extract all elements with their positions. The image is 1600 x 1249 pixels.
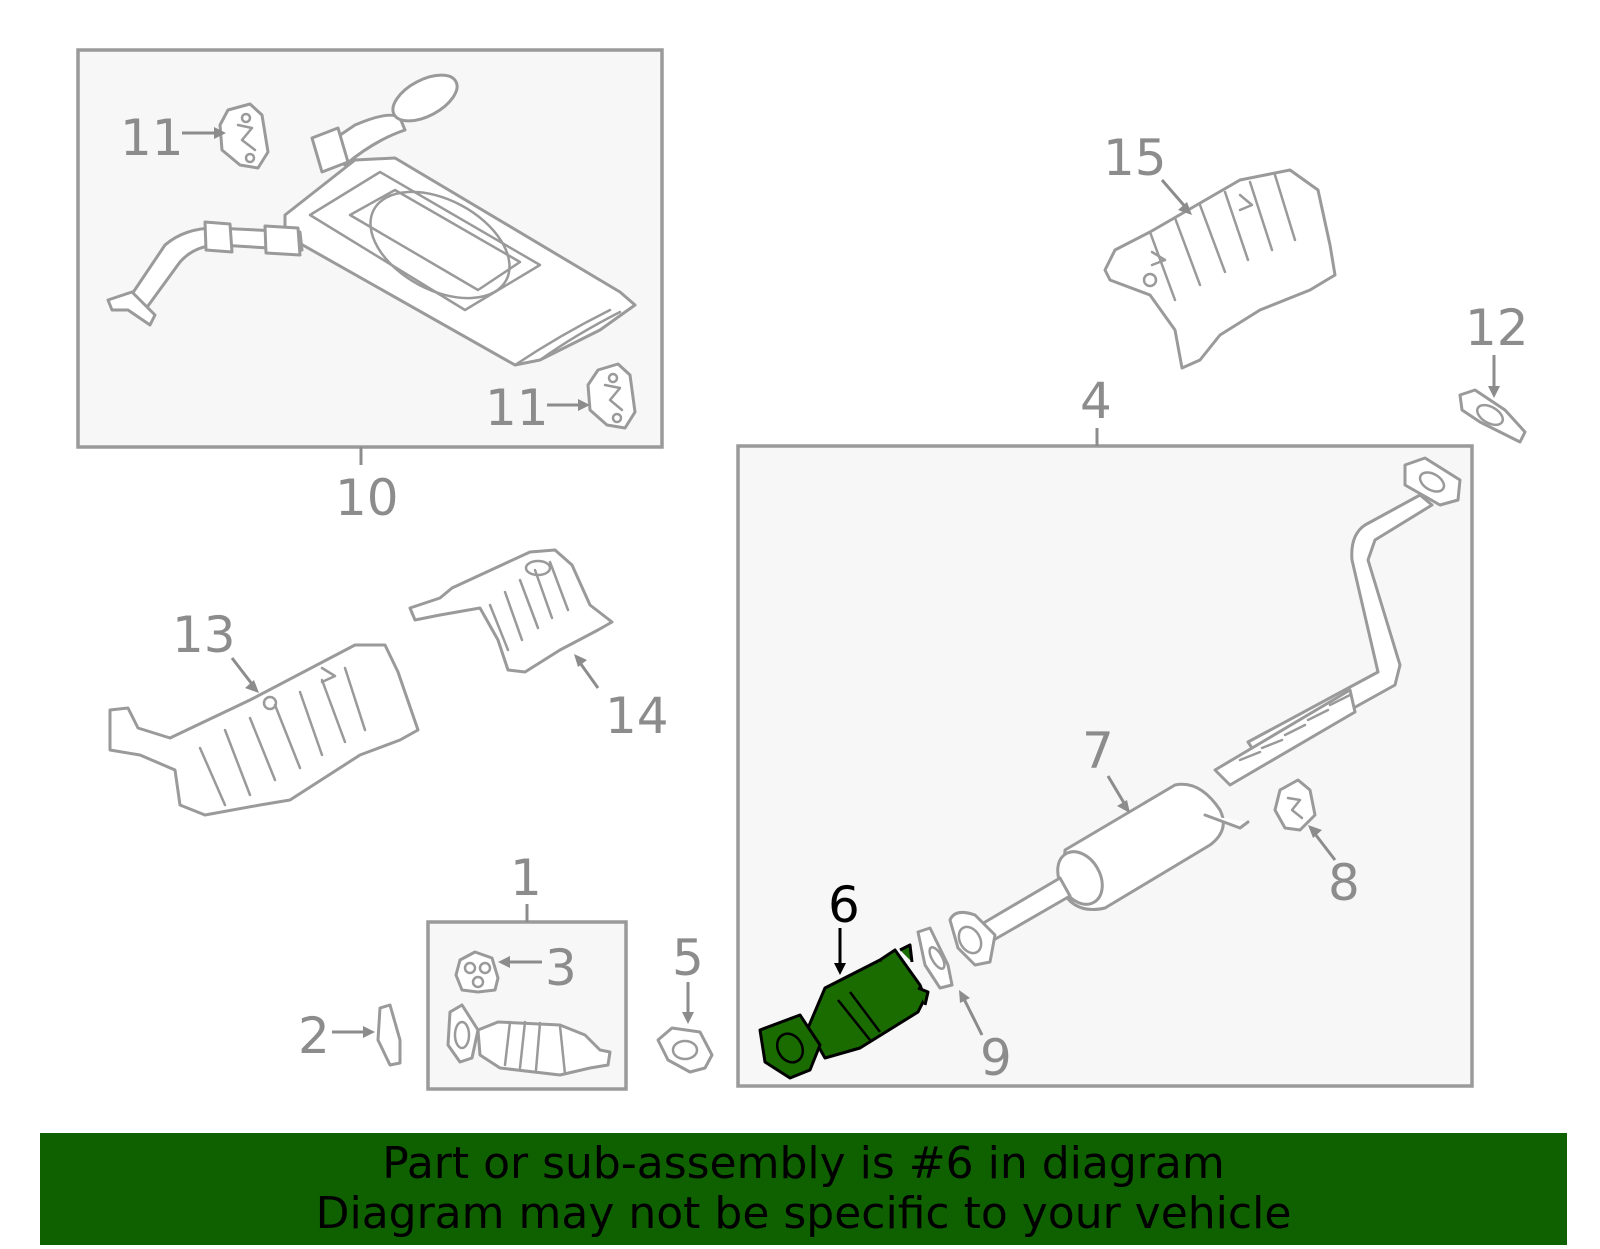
label-5: 5 [672, 929, 704, 987]
gasket-12[interactable] [1458, 388, 1527, 444]
muffler-assembly-part[interactable] [106, 66, 637, 367]
gasket-5[interactable] [656, 1026, 714, 1074]
gasket-9[interactable] [916, 926, 954, 990]
hanger-8[interactable] [1273, 778, 1317, 832]
label-1: 1 [510, 849, 542, 907]
heat-shield-14[interactable] [408, 548, 614, 674]
label-14: 14 [605, 687, 669, 745]
label-11-bottom: 11 [485, 379, 549, 437]
heat-shield-13[interactable] [108, 643, 420, 817]
label-13: 13 [172, 606, 236, 664]
label-7: 7 [1082, 722, 1114, 780]
label-2: 2 [298, 1007, 330, 1065]
hanger-11-bottom[interactable] [586, 362, 637, 430]
banner-line-1: Part or sub-assembly is #6 in diagram [382, 1138, 1225, 1189]
heat-shield-15[interactable] [1103, 168, 1337, 370]
bracket-3[interactable] [454, 950, 500, 994]
label-4: 4 [1080, 372, 1112, 430]
label-10: 10 [335, 469, 399, 527]
banner-line-2: Diagram may not be specific to your vehi… [315, 1188, 1292, 1239]
manifold-converter-part[interactable] [446, 1003, 612, 1077]
label-11-top: 11 [120, 109, 184, 167]
label-8: 8 [1328, 854, 1360, 912]
label-9: 9 [980, 1029, 1012, 1087]
info-banner: Part or sub-assembly is #6 in diagram Di… [40, 1133, 1567, 1245]
label-15: 15 [1103, 129, 1167, 187]
label-12: 12 [1465, 299, 1529, 357]
center-pipe-part[interactable] [948, 456, 1462, 967]
label-6: 6 [828, 876, 860, 934]
gasket-2[interactable] [376, 1003, 402, 1067]
catalytic-converter-6[interactable] [758, 943, 930, 1080]
label-3: 3 [545, 939, 577, 997]
